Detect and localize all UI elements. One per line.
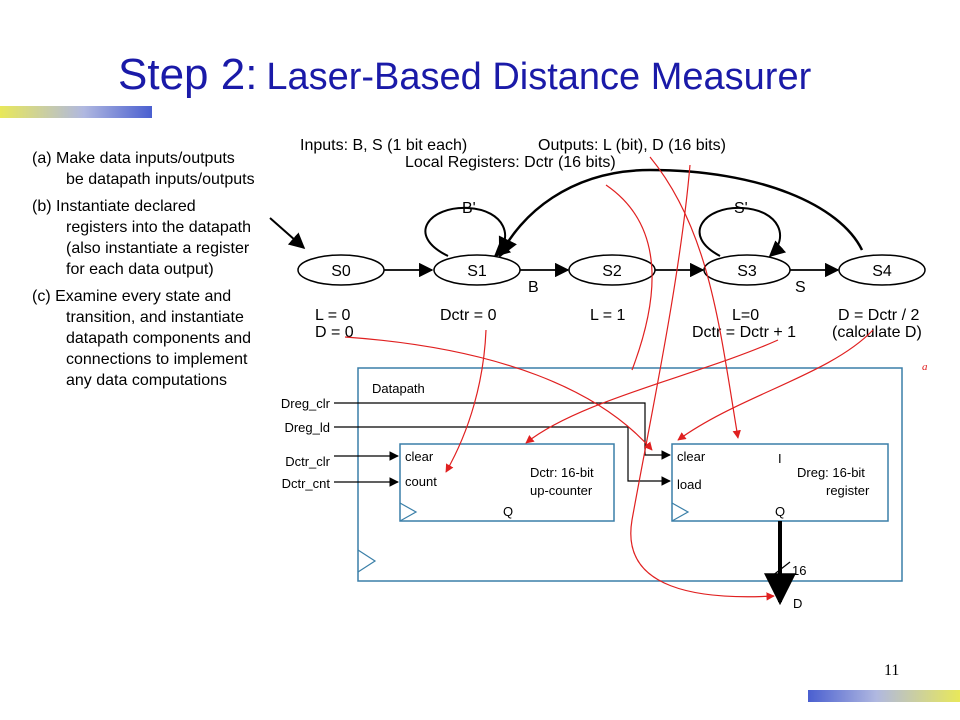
step-list: (a) Make data inputs/outputs be datapath… xyxy=(32,148,257,397)
s1-loop-label: B' xyxy=(462,200,476,217)
page-number: 11 xyxy=(884,662,900,679)
dreg-clear-port: clear xyxy=(677,449,706,464)
s3-s4-transition-label: S xyxy=(795,279,806,296)
dctr-counter-box xyxy=(399,443,615,522)
annotation-output-d xyxy=(630,164,775,601)
corner-mark: a xyxy=(922,361,928,373)
annotation-local-register xyxy=(605,184,653,371)
state-s1 xyxy=(433,254,521,286)
annotation-dreg-clear xyxy=(344,336,653,451)
dctr-name: Dctr: 16-bit xyxy=(530,465,594,480)
top-accent-bar xyxy=(0,106,152,118)
fsm-inputs-label: Inputs: B, S (1 bit each) xyxy=(300,137,467,154)
datapath-label: Datapath xyxy=(372,381,425,396)
dreg-clr-input-label: Dreg_clr xyxy=(281,396,331,411)
dreg-q-port: Q xyxy=(775,504,785,519)
fsm-outputs-label: Outputs: L (bit), D (16 bits) xyxy=(538,137,726,154)
state-s4 xyxy=(838,254,926,286)
s3-action-dctr: Dctr = Dctr + 1 xyxy=(692,324,796,341)
dctr-cnt-input-label: Dctr_cnt xyxy=(282,476,331,491)
state-s2-label: S2 xyxy=(602,263,622,280)
dreg-i-port: I xyxy=(778,451,782,466)
s3-action-l: L=0 xyxy=(732,307,759,324)
output-d-label: D xyxy=(793,596,802,611)
state-s1-label: S1 xyxy=(467,263,487,280)
annotation-dreg-input xyxy=(649,156,741,439)
bus-width-slash xyxy=(771,561,791,577)
title-prefix: Step 2: xyxy=(118,50,258,99)
dreg-ld-input-label: Dreg_ld xyxy=(284,420,330,435)
step-a: (a) Make data inputs/outputs be datapath… xyxy=(32,150,255,188)
s4-action-note: (calculate D) xyxy=(832,324,922,341)
dctr-count-port: count xyxy=(405,474,437,489)
dctr-clock-triangle xyxy=(399,502,418,522)
dreg-name: Dreg: 16-bit xyxy=(797,465,865,480)
s1-action: Dctr = 0 xyxy=(440,307,497,324)
annotation-dctr-count xyxy=(525,339,779,444)
bus-width-label: 16 xyxy=(792,563,806,578)
slide-title: Step 2: Laser-Based Distance Measurer xyxy=(118,50,811,100)
initial-transition-arrow xyxy=(269,217,306,250)
fsm-local-registers-label: Local Registers: Dctr (16 bits) xyxy=(405,154,616,171)
step-b: (b) Instantiate declared registers into … xyxy=(32,198,252,278)
step-c: (c) Examine every state and transition, … xyxy=(32,288,252,389)
state-s4-label: S4 xyxy=(872,263,892,280)
dreg-kind: register xyxy=(826,483,870,498)
s3-self-loop xyxy=(698,206,787,258)
state-s2 xyxy=(568,254,656,286)
dctr-clr-input-label: Dctr_clr xyxy=(285,454,330,469)
datapath-clock-triangle xyxy=(357,549,377,573)
annotation-dctr-clear xyxy=(445,329,487,473)
dreg-clr-wire xyxy=(334,402,671,460)
s1-s2-transition-label: B xyxy=(528,279,539,296)
dctr-q-port: Q xyxy=(503,504,513,519)
bottom-accent-bar xyxy=(808,690,960,702)
dreg-register-box xyxy=(671,443,889,522)
s2-action: L = 1 xyxy=(590,307,626,324)
dreg-clock-triangle xyxy=(671,502,690,522)
s0-action-d: D = 0 xyxy=(315,324,354,341)
s0-action-l: L = 0 xyxy=(315,307,351,324)
dctr-kind: up-counter xyxy=(530,483,593,498)
dreg-load-port: load xyxy=(677,477,702,492)
datapath-box xyxy=(357,367,903,582)
state-s0 xyxy=(297,254,385,286)
s4-action: D = Dctr / 2 xyxy=(838,307,919,324)
s4-to-s1-return-arc xyxy=(498,168,864,258)
dreg-ld-wire xyxy=(334,426,671,486)
state-s3-label: S3 xyxy=(737,263,757,280)
s3-loop-label: S' xyxy=(734,200,748,217)
annotation-dreg-load xyxy=(677,329,874,441)
dctr-clear-port: clear xyxy=(405,449,434,464)
title-main: Laser-Based Distance Measurer xyxy=(266,56,812,98)
state-s3 xyxy=(703,254,791,286)
state-s0-label: S0 xyxy=(331,263,351,280)
